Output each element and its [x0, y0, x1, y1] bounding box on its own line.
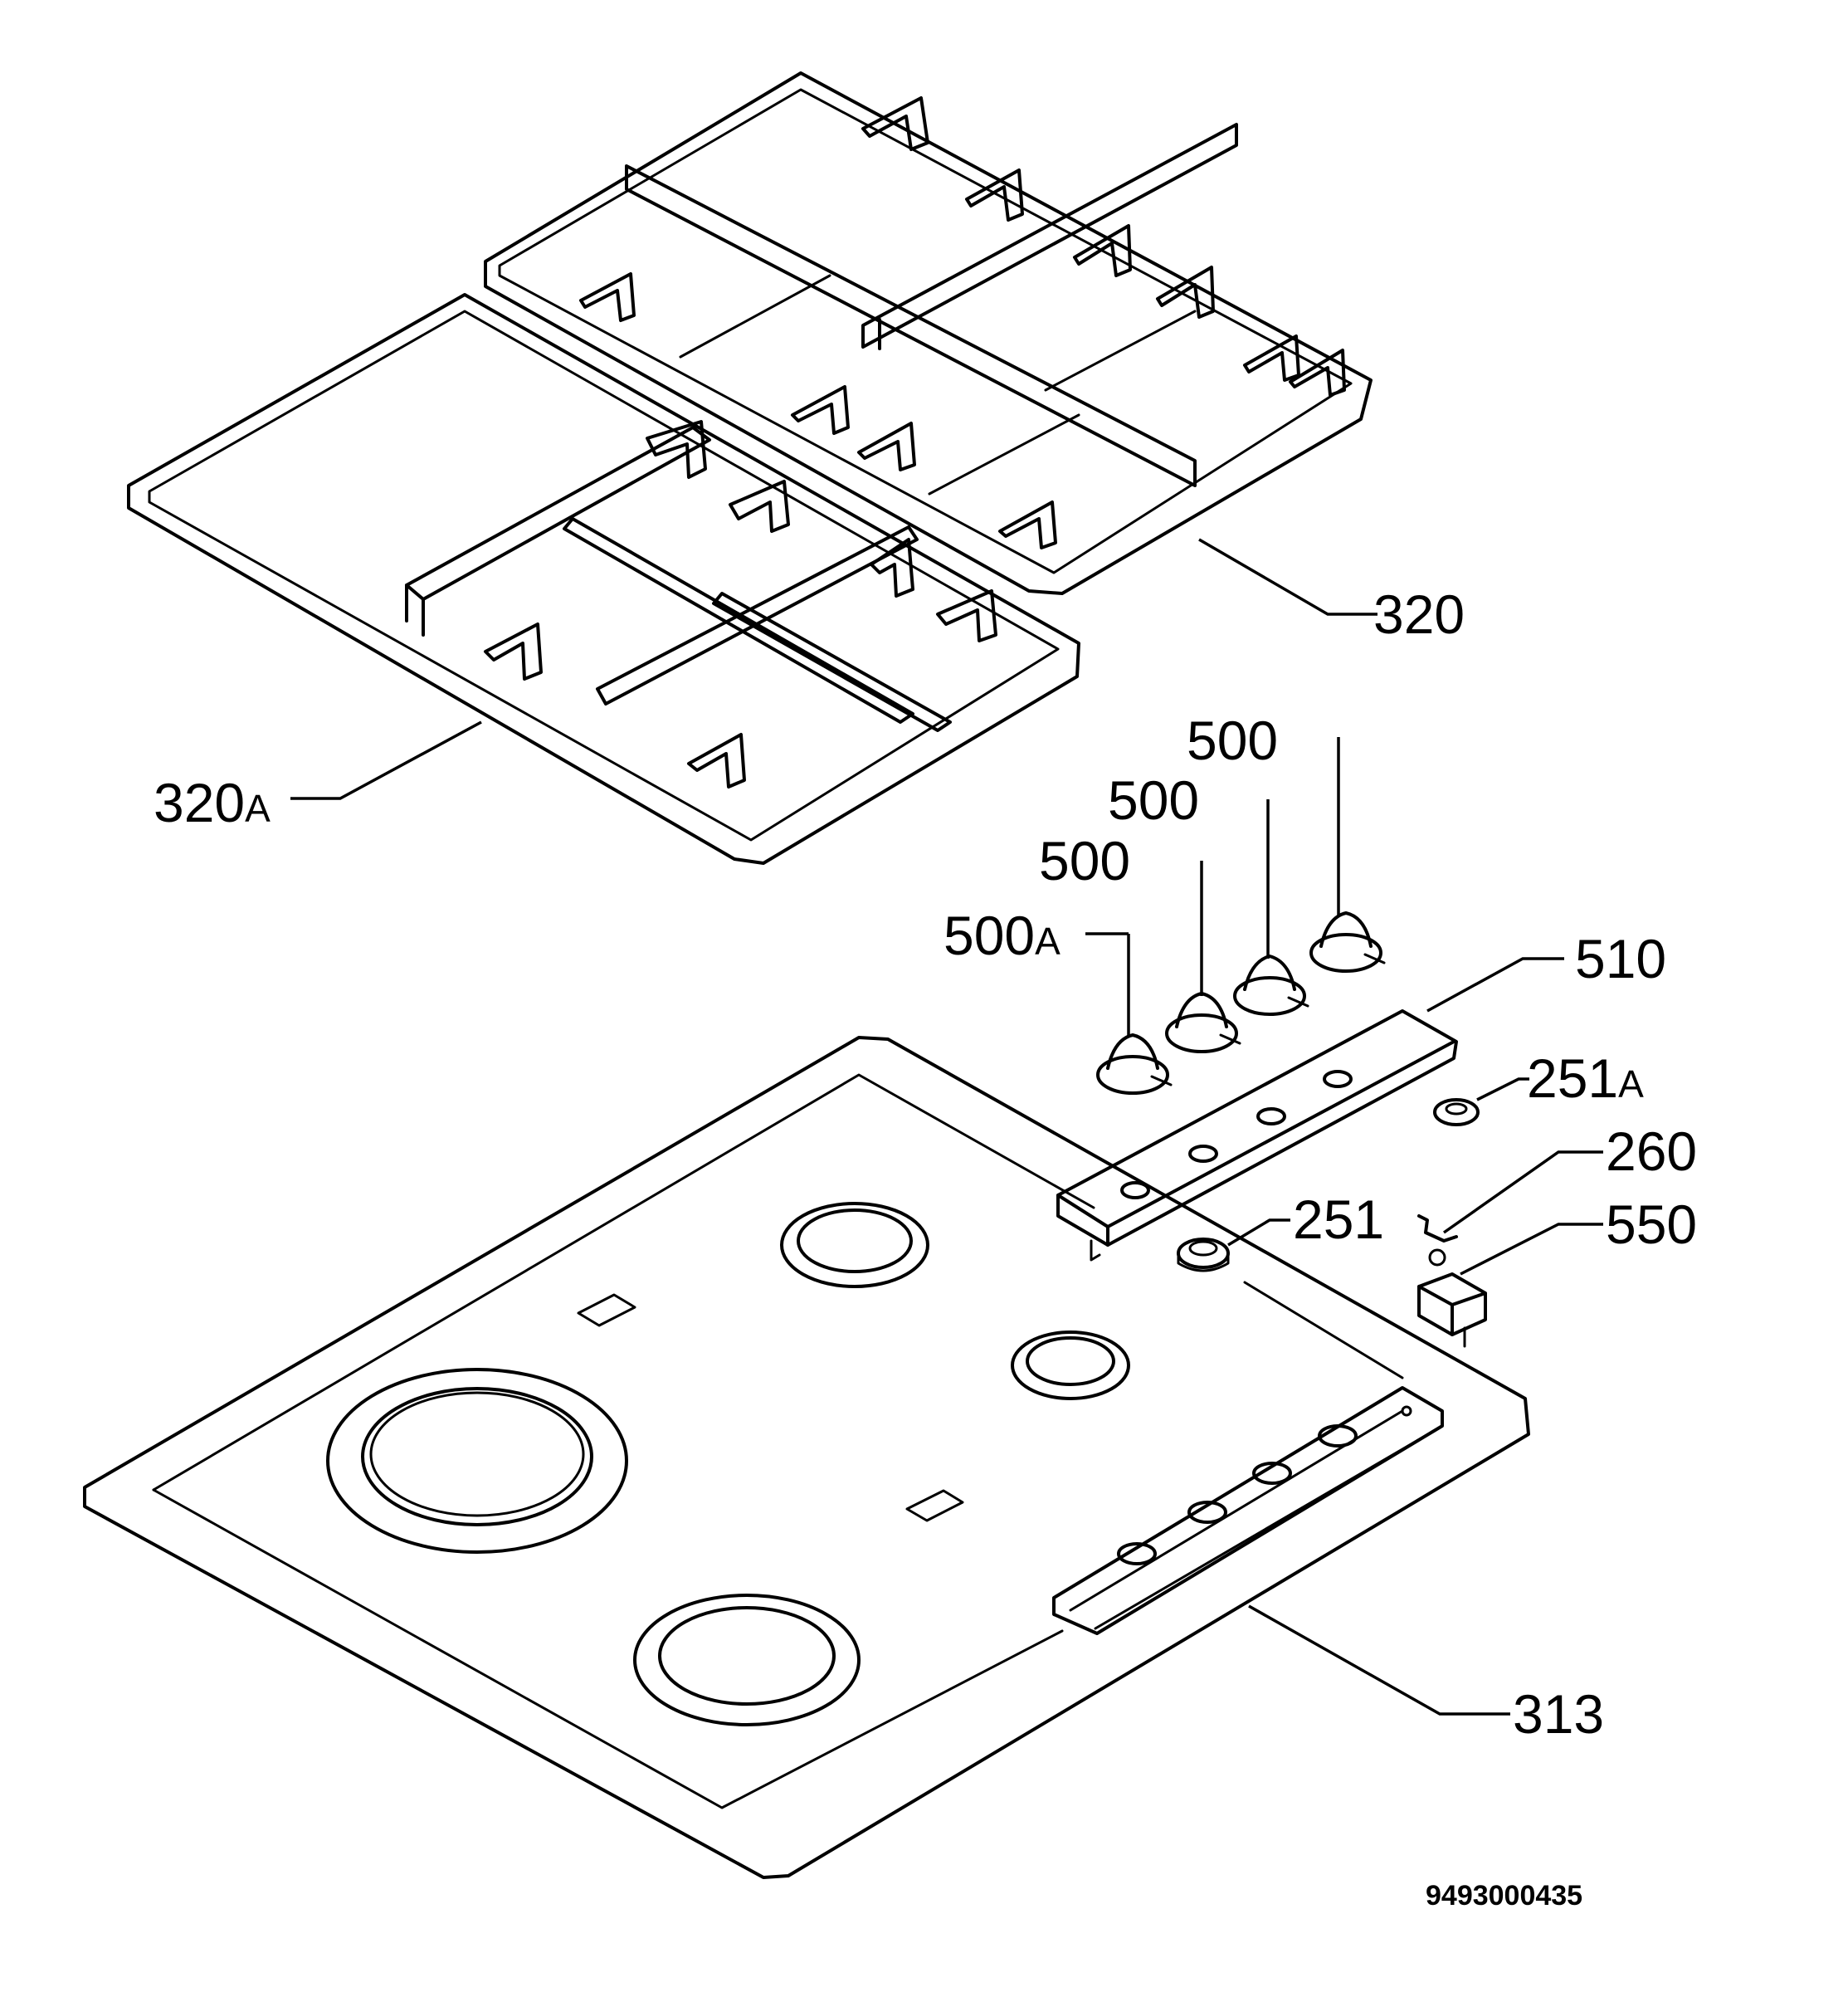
callout-labels: 320 320A 500 500 500 500A 510 251A 260 5…: [154, 583, 1697, 1745]
control-knob-1: [1309, 911, 1386, 973]
callout-500A: 500A: [944, 905, 1061, 966]
control-knob-2: [1233, 954, 1309, 1016]
clip-260: [1417, 1214, 1458, 1267]
callout-320A: 320A: [154, 772, 271, 833]
callout-251: 251: [1293, 1189, 1384, 1250]
hob-top-313: [83, 1036, 1530, 1879]
document-number: 9493000435: [1426, 1880, 1582, 1911]
panel-hole-3: [1256, 1107, 1286, 1125]
control-panel-510: [1056, 1009, 1458, 1262]
leader-lines: [290, 538, 1603, 1716]
callout-500-3: 500: [1039, 830, 1130, 891]
hob-knob-seat-1: [1117, 1542, 1157, 1565]
bushing-251: [1177, 1238, 1230, 1272]
burner-large: [326, 1368, 628, 1554]
fixing-slot-1: [577, 1293, 636, 1327]
hob-knob-seat-2: [1187, 1501, 1227, 1524]
ignition-switch-550: [1417, 1272, 1487, 1348]
hob-knob-seat-3: [1252, 1462, 1292, 1485]
pan-support-grid-320A: [127, 293, 1080, 865]
control-knob-4: [1096, 1033, 1173, 1095]
panel-hole-1: [1120, 1181, 1150, 1199]
callout-500-2: 500: [1108, 769, 1199, 831]
panel-hole-2: [1188, 1145, 1218, 1163]
burner-small: [1011, 1330, 1130, 1400]
bushing-251A: [1433, 1098, 1480, 1126]
callout-251A: 251A: [1527, 1047, 1644, 1109]
control-knob-3: [1165, 992, 1241, 1053]
callout-313: 313: [1513, 1683, 1604, 1745]
burner-rear: [780, 1202, 929, 1288]
hob-knob-seat-4: [1318, 1424, 1358, 1448]
callout-320: 320: [1373, 583, 1465, 645]
callout-550: 550: [1606, 1194, 1697, 1255]
pan-support-grid-320: [484, 71, 1373, 595]
fixing-slot-2: [905, 1489, 964, 1522]
burner-front: [633, 1594, 861, 1726]
callout-260: 260: [1606, 1120, 1697, 1182]
callout-500-1: 500: [1187, 710, 1278, 771]
panel-hole-4: [1323, 1070, 1353, 1088]
callout-510: 510: [1575, 928, 1666, 989]
